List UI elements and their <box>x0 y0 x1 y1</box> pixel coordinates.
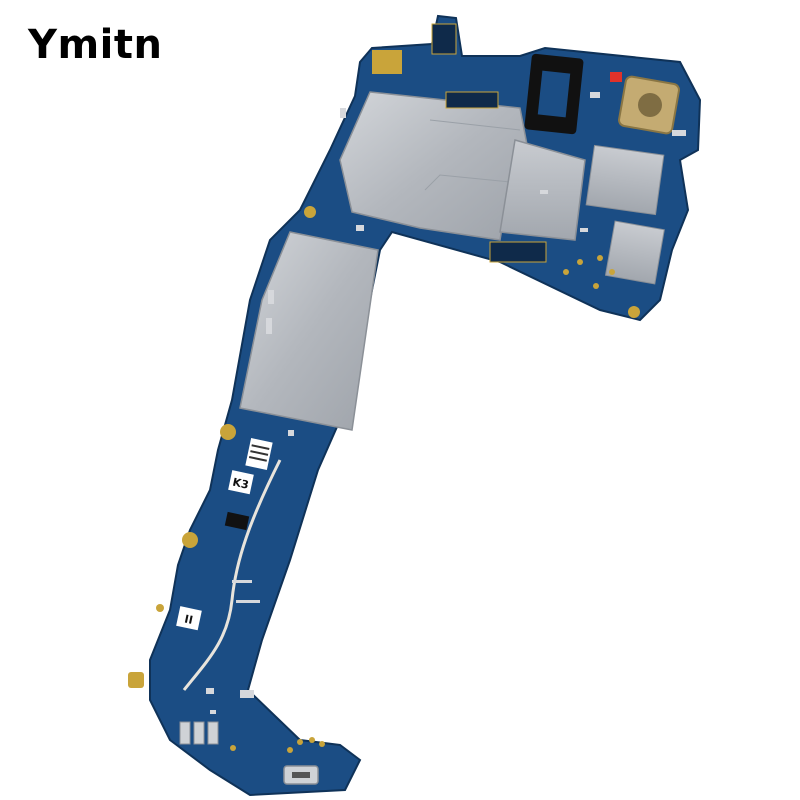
black-chip <box>224 511 250 531</box>
sticker-a-label: K3 <box>231 476 250 492</box>
sticker-b-label: II <box>183 612 194 626</box>
rf-shield-right-b <box>604 220 665 285</box>
rf-shield-right-a <box>585 144 665 216</box>
connector-top-a <box>445 91 499 109</box>
brand-watermark: Ymitn <box>28 22 163 68</box>
red-component <box>610 72 622 82</box>
connector-top-b <box>431 23 457 55</box>
coax-cable <box>182 459 282 691</box>
rf-shield-top <box>339 91 529 241</box>
rf-shield-left <box>239 231 379 431</box>
gold-pads <box>128 50 640 753</box>
bottom-pads <box>179 721 219 745</box>
smd-components <box>206 92 686 714</box>
connector-mid <box>489 241 547 263</box>
